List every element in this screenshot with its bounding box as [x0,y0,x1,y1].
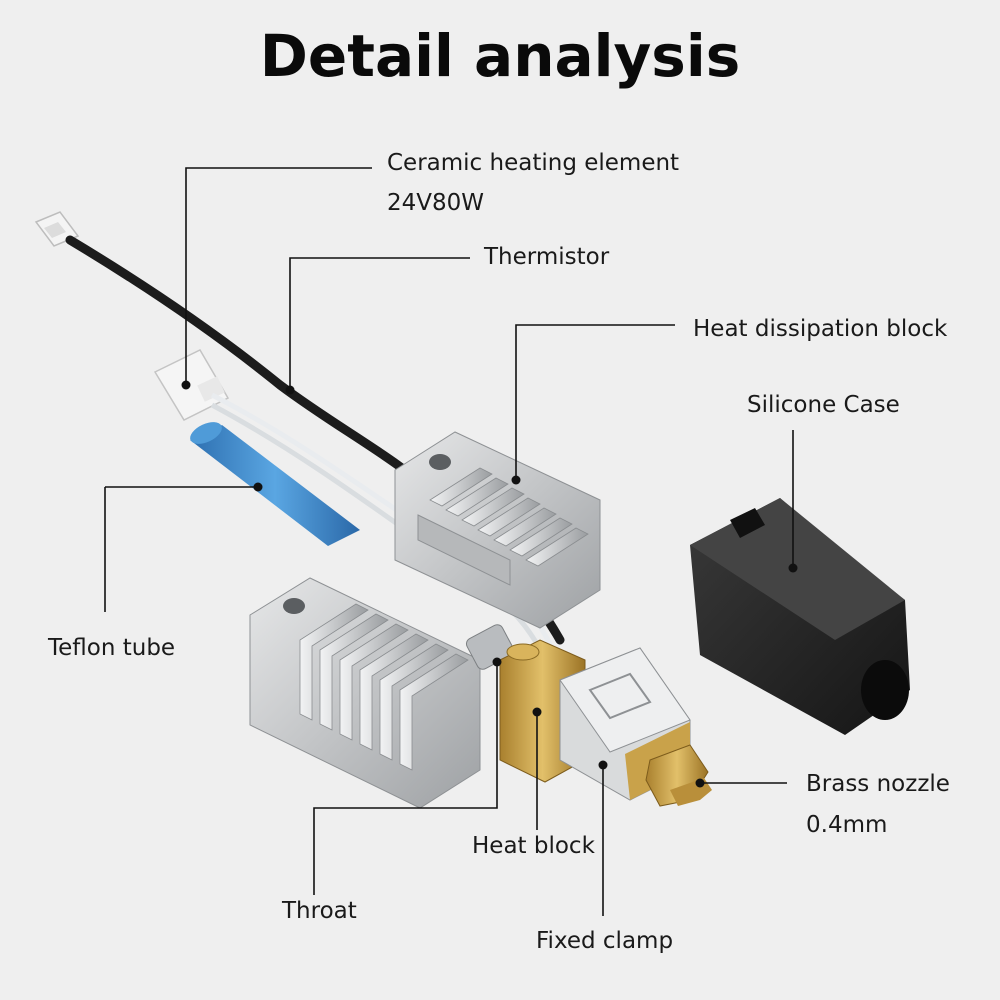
page-title: Detail analysis [259,22,741,90]
leader-lines [104,167,794,916]
label-thermistor: Thermistor [484,244,610,270]
label-brass-nozzle: Brass nozzle [806,771,950,797]
teflon-tube [190,425,360,546]
label-fixed-clamp: Fixed clamp [536,928,674,954]
label-nozzle-size: 0.4mm [806,812,888,838]
label-teflon-tube: Teflon tube [48,635,176,661]
label-heat-dissipation-block: Heat dissipation block [693,316,948,342]
label-throat: Throat [282,898,357,924]
silicone-case-shape [690,498,910,735]
label-silicone-case: Silicone Case [747,392,900,418]
leader-dots [181,380,798,788]
label-ceramic-spec: 24V80W [387,190,485,216]
label-ceramic-heating-element: Ceramic heating element [387,150,680,176]
rear-heatsink [394,431,601,629]
front-heatsink [249,577,481,809]
label-heat-block: Heat block [472,833,595,859]
